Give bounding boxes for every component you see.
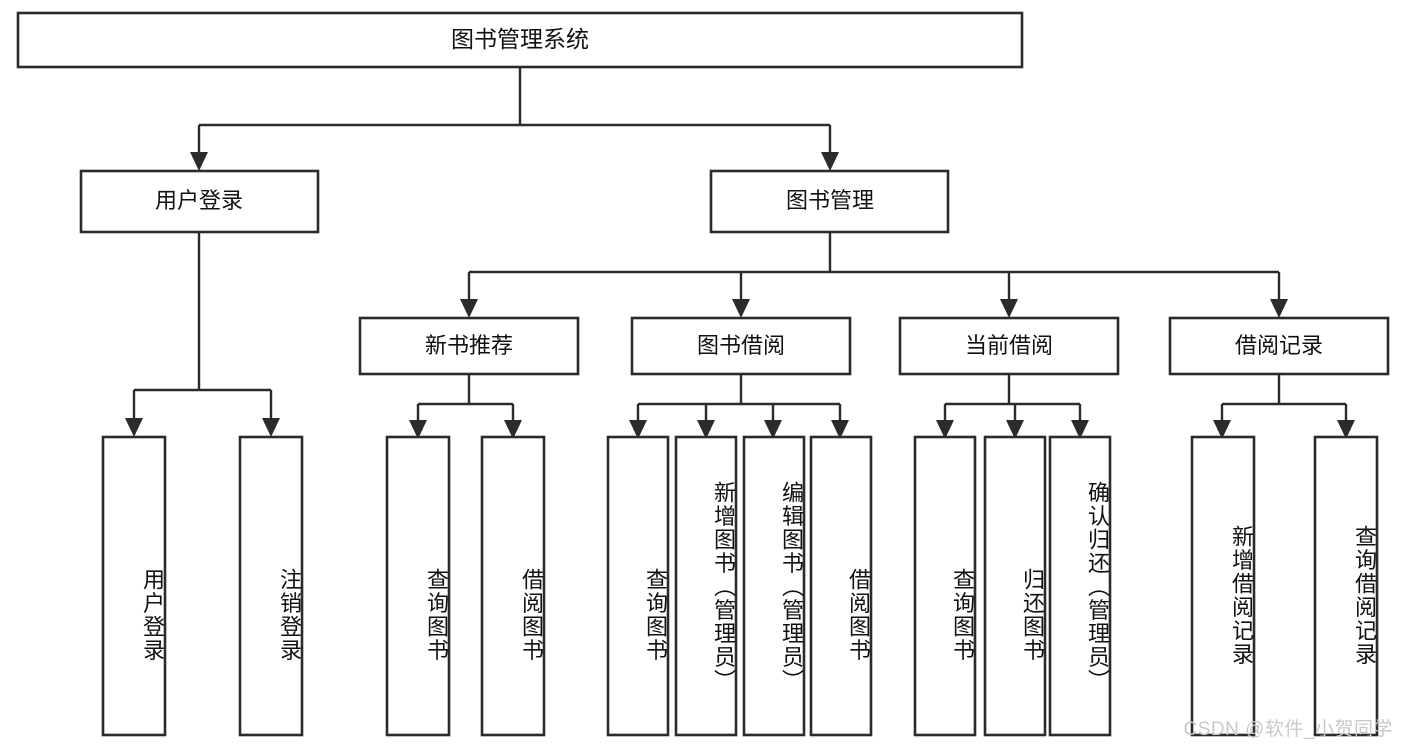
leaf-box-query-book-1[interactable] bbox=[385, 435, 451, 737]
node-root-box[interactable] bbox=[16, 11, 1024, 69]
node-user-login-box[interactable] bbox=[79, 169, 320, 234]
leaf-box-query-borrow-record[interactable] bbox=[1313, 435, 1379, 737]
leaf-box-add-book-admin[interactable] bbox=[674, 435, 738, 737]
connectors-bookborrow-to-leaves bbox=[629, 374, 849, 439]
node-root-label: 图书管理系统 bbox=[451, 26, 589, 52]
node-current-borrow-box[interactable] bbox=[898, 316, 1120, 376]
connectors-borrowrecord-to-leaves bbox=[1213, 374, 1355, 439]
leaf-box-query-book-3[interactable] bbox=[913, 435, 977, 737]
leaf-box-query-book-2[interactable] bbox=[606, 435, 670, 737]
node-book-borrow-label: 图书借阅 bbox=[697, 333, 785, 358]
leaf-box-borrow-book-2[interactable] bbox=[809, 435, 873, 737]
node-borrow-record-label: 借阅记录 bbox=[1235, 333, 1323, 358]
connectors-root-to-level2 bbox=[190, 67, 839, 171]
connectors-userlogin-to-leaves bbox=[125, 232, 280, 437]
leaf-box-borrow-book-1[interactable] bbox=[480, 435, 546, 737]
leaf-box-user-login[interactable] bbox=[101, 435, 167, 737]
leaf-box-confirm-return-admin[interactable] bbox=[1048, 435, 1112, 737]
watermark-text: CSDN @软件_小贺同学 bbox=[1183, 719, 1393, 740]
leaf-box-return-book[interactable] bbox=[983, 435, 1047, 737]
leaf-box-edit-book-admin[interactable] bbox=[742, 435, 806, 737]
node-new-book-recommend-box[interactable] bbox=[358, 316, 580, 376]
node-book-management-label: 图书管理 bbox=[786, 188, 874, 213]
leaf-box-logout-login[interactable] bbox=[238, 435, 304, 737]
node-borrow-record-box[interactable] bbox=[1168, 316, 1390, 376]
node-new-book-recommend-label: 新书推荐 bbox=[425, 333, 513, 358]
connectors-newbook-to-leaves bbox=[409, 374, 522, 439]
node-book-management-box[interactable] bbox=[709, 169, 950, 234]
connectors-currentborrow-to-leaves bbox=[936, 374, 1089, 439]
node-book-borrow-box[interactable] bbox=[630, 316, 852, 376]
node-current-borrow-label: 当前借阅 bbox=[965, 333, 1053, 358]
connectors-bookmgmt-to-level3 bbox=[460, 232, 1288, 318]
node-user-login-label: 用户登录 bbox=[155, 188, 243, 213]
leaf-box-add-borrow-record[interactable] bbox=[1190, 435, 1256, 737]
